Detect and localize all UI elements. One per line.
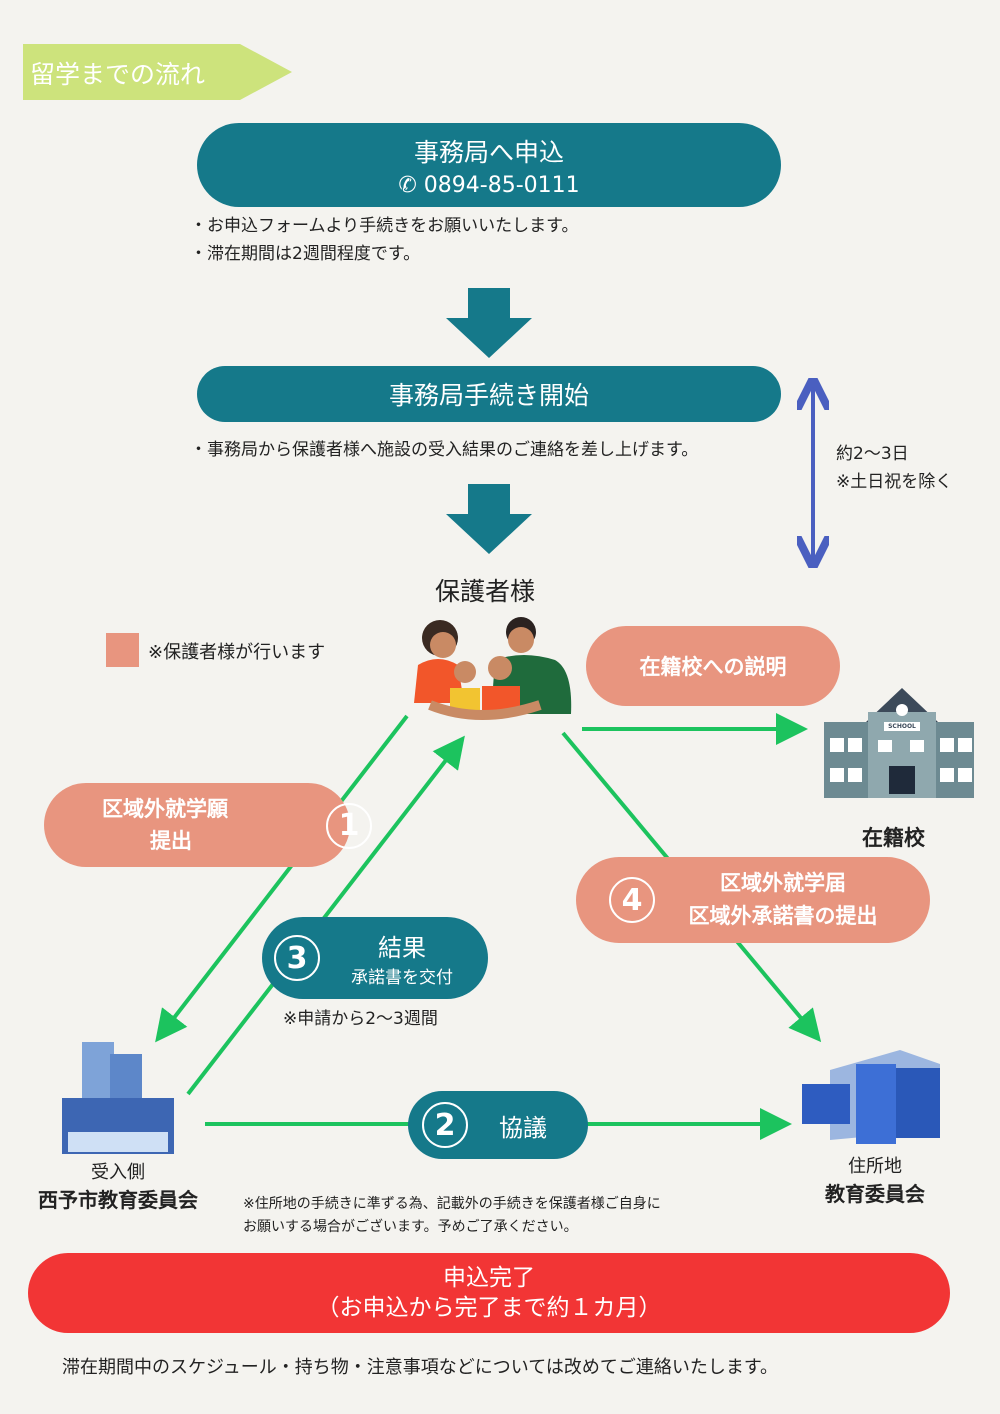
header-banner-shape [23,44,292,100]
footnote: ※住所地の手続きに準ずる為、記載外の手続きを保護者様ご自身に お願いする場合がご… [243,1193,661,1239]
explain-label: 在籍校への説明 [639,655,787,679]
receiving-building-illustration [62,1042,174,1154]
step2-number-badge: 2 [422,1102,468,1148]
arrow-guardian-to-receiving [155,714,409,1043]
duration-days: 約2〜3日 [836,444,909,464]
legend-text: ※保護者様が行います [148,642,326,663]
step-apply-title: 事務局へ申込 [413,137,564,167]
explain-box: 在籍校への説明 [586,626,840,706]
guardian-label: 保護者様 [435,577,536,606]
step4-box: 区域外就学届 区域外承諾書の提出 4 [576,857,930,943]
step-start-box: 事務局手続き開始 [197,366,781,422]
step-start-title: 事務局手続き開始 [388,381,589,410]
complete-box: 申込完了 （お申込から完了まで約１カ月） [28,1253,950,1333]
complete-title: 申込完了 [443,1265,535,1291]
footnote-line: ※住所地の手続きに準ずる為、記載外の手続きを保護者様ご自身に [243,1196,661,1212]
down-arrow-2 [446,484,532,554]
page-title: 留学までの流れ [30,60,206,89]
footnote-line: お願いする場合がございます。予めご了承ください。 [243,1219,578,1235]
residence-name: 教育委員会 [825,1182,925,1206]
step-start-note: ・事務局から保護者様へ施設の受入結果のご連絡を差し上げます。 [190,440,699,460]
receiving-sub: 受入側 [91,1162,145,1183]
step4-line2: 区域外承諾書の提出 [688,904,878,928]
down-arrow-1 [446,288,532,358]
school-illustration [824,688,974,798]
note-line: ・お申込フォームより手続きをお願いいたします。 [190,216,579,236]
receiving-label: 受入側 西予市教育委員会 [28,1158,208,1213]
phone-icon: ✆ [398,172,424,198]
duration-label: 約2〜3日 ※土日祝を除く [836,440,952,496]
school-sign-text: SCHOOL [888,723,916,730]
step4-number-badge: 4 [609,877,655,923]
step3-sub: 承諾書を交付 [351,968,453,988]
step3-number-badge: 3 [274,935,320,981]
step1-number-badge: 1 [326,803,372,849]
school-label: 在籍校 [862,826,925,850]
residence-sub: 住所地 [848,1156,902,1177]
step3-note: ※申請から2〜3週間 [283,1009,438,1029]
residence-building-illustration [802,1050,940,1144]
step-apply-notes: ・お申込フォームより手続きをお願いいたします。 ・滞在期間は2週間程度です。 [190,212,578,268]
step2-label: 協議 [499,1113,547,1142]
closing-text: 滞在期間中のスケジュール・持ち物・注意事項などについては改めてご連絡いたします。 [62,1357,779,1378]
phone-number[interactable]: 0894-85-0111 [423,172,580,198]
step3-box: 結果 承諾書を交付 3 [262,917,488,999]
step1-line2: 提出 [150,829,192,853]
legend-swatch [106,633,139,667]
duration-exclude: ※土日祝を除く [836,472,953,492]
note-line: ・滞在期間は2週間程度です。 [190,244,421,264]
residence-label: 住所地 教育委員会 [810,1152,940,1207]
step3-title: 結果 [378,934,426,962]
step1-box: 区域外就学願 提出 1 [44,783,372,867]
step2-box: 協議 2 [408,1091,588,1159]
complete-sub: （お申込から完了まで約１カ月） [316,1295,662,1321]
step4-line1: 区域外就学届 [720,871,846,895]
family-illustration [414,617,572,720]
step1-line1: 区域外就学願 [102,797,228,821]
step-apply-box: 事務局へ申込 ✆ 0894-85-0111 [197,123,781,207]
receiving-name: 西予市教育委員会 [38,1188,198,1212]
